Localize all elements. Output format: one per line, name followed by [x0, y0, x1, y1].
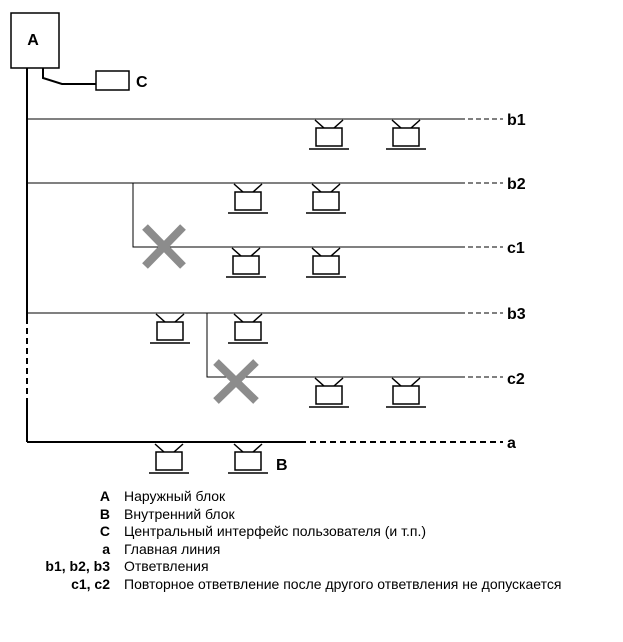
not-allowed-cross-icon: [213, 359, 259, 404]
rebranch-c1-label: c1: [507, 240, 525, 257]
legend-key: b1, b2, b3: [45, 558, 110, 574]
central-interface-label: C: [136, 74, 148, 91]
legend-key: c1, c2: [71, 575, 110, 592]
indoor-unit: [149, 313, 191, 344]
legend-row: c1, c2 Повторное ответвление после друго…: [0, 576, 623, 594]
legend-description: Повторное ответвление после другого отве…: [124, 575, 562, 592]
wiring-diagram: A C b1 b2 c1 b3 c2 a B: [10, 12, 526, 474]
legend-row: A Наружный блок: [0, 488, 623, 506]
legend-key: B: [99, 505, 110, 522]
indoor-unit: [227, 183, 269, 214]
legend-row: b1, b2, b3 Ответвления: [0, 558, 623, 576]
indoor-unit: [148, 443, 190, 474]
branch-b1-label: b1: [507, 112, 526, 129]
legend-description: Внутренний блок: [124, 505, 235, 522]
legend-description: Ответвления: [124, 558, 209, 574]
indoor-unit: [308, 377, 350, 408]
main-line-label: a: [507, 435, 516, 452]
interface-connector: [42, 68, 96, 85]
indoor-unit: [225, 247, 267, 278]
indoor-unit: [305, 247, 347, 278]
legend-description: Наружный блок: [124, 488, 226, 504]
branch-b2-label: b2: [507, 176, 526, 193]
indoor-unit: [227, 443, 269, 474]
legend-key: A: [99, 488, 110, 504]
indoor-unit: [308, 119, 350, 150]
rebranch-c1-line: [132, 183, 460, 248]
legend-key: a: [102, 540, 110, 557]
outdoor-unit-box: [10, 12, 60, 69]
indoor-unit: [385, 119, 427, 150]
legend-key: C: [99, 523, 110, 539]
indoor-unit: [305, 183, 347, 214]
central-interface-box: [95, 70, 130, 91]
rebranch-c2-label: c2: [507, 371, 525, 388]
legend-description: Центральный интерфейс пользователя (и т.…: [124, 523, 427, 539]
rebranch-c2-line: [206, 313, 460, 378]
legend-row: a Главная линия: [0, 541, 623, 559]
indoor-unit: [385, 377, 427, 408]
legend-description: Главная линия: [124, 540, 221, 557]
legend-row: B Внутренний блок: [0, 506, 623, 524]
outdoor-unit-label: A: [27, 32, 39, 49]
indoor-unit: [227, 313, 269, 344]
legend-row: C Центральный интерфейс пользователя (и …: [0, 523, 623, 541]
branch-b3-label: b3: [507, 306, 526, 323]
indoor-unit-label: B: [276, 457, 288, 474]
legend: A Наружный блок B Внутренний блок C Цент…: [0, 488, 623, 593]
not-allowed-cross-icon: [142, 224, 186, 269]
